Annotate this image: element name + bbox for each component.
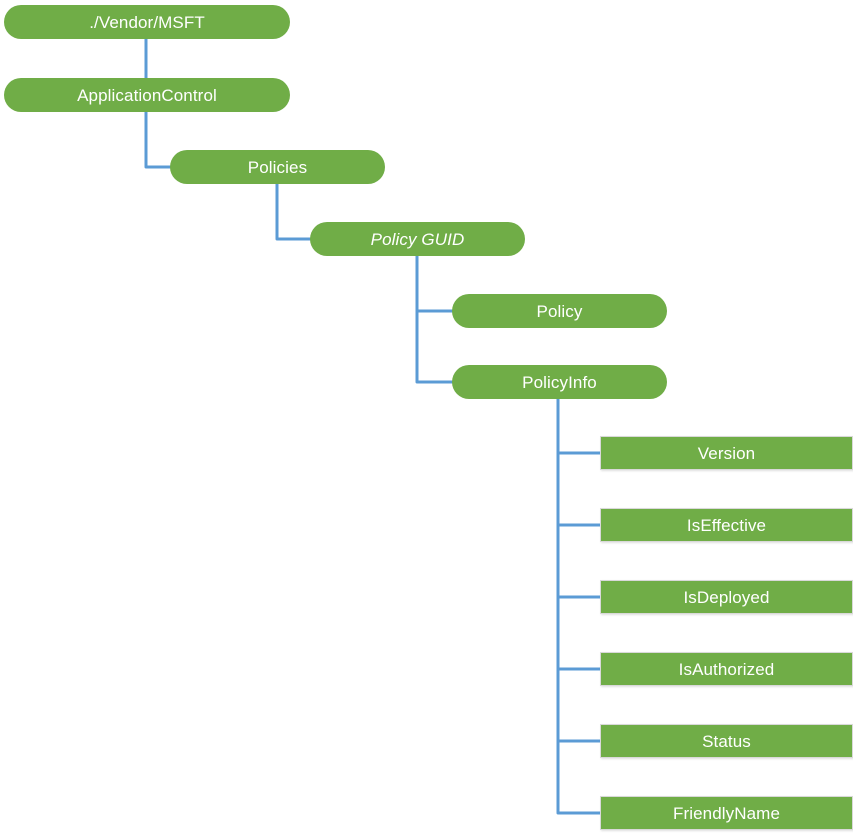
connector-policyinfo-to-iseffective [556,399,600,527]
connector-policies-to-guid [275,184,318,241]
connector-policyinfo-to-version [556,399,600,455]
node-label: IsAuthorized [678,659,775,679]
node-label: ApplicationControl [77,85,217,105]
node-label: IsEffective [686,515,767,535]
connector-policyinfo-to-status [556,399,600,743]
node-policy[interactable]: Policy [452,294,667,328]
connector-appcontrol-to-policies [144,112,178,169]
connector-policyinfo-to-isauthorized [556,399,600,671]
connector-policyinfo-to-friendlyname [556,399,600,815]
node-label: Policy GUID [370,229,465,249]
node-label: ./Vendor/MSFT [89,12,205,32]
node-is-effective[interactable]: IsEffective [600,508,853,542]
node-label: PolicyInfo [522,372,597,392]
node-policy-info[interactable]: PolicyInfo [452,365,667,399]
connector-guid-to-policyinfo [415,256,460,384]
node-label: Policy [536,301,583,321]
node-is-deployed[interactable]: IsDeployed [600,580,853,614]
node-application-control[interactable]: ApplicationControl [4,78,290,112]
node-friendly-name[interactable]: FriendlyName [600,796,853,830]
node-label: Status [702,731,751,751]
node-label: IsDeployed [683,587,770,607]
node-is-authorized[interactable]: IsAuthorized [600,652,853,686]
connector-policyinfo-to-isdeployed [556,399,600,599]
node-status[interactable]: Status [600,724,853,758]
node-label: FriendlyName [672,803,780,823]
node-policies[interactable]: Policies [170,150,385,184]
node-version[interactable]: Version [600,436,853,470]
node-label: Version [697,443,756,463]
node-label: Policies [247,157,308,177]
node-vendor-msft[interactable]: ./Vendor/MSFT [4,5,290,39]
node-policy-guid[interactable]: Policy GUID [310,222,525,256]
